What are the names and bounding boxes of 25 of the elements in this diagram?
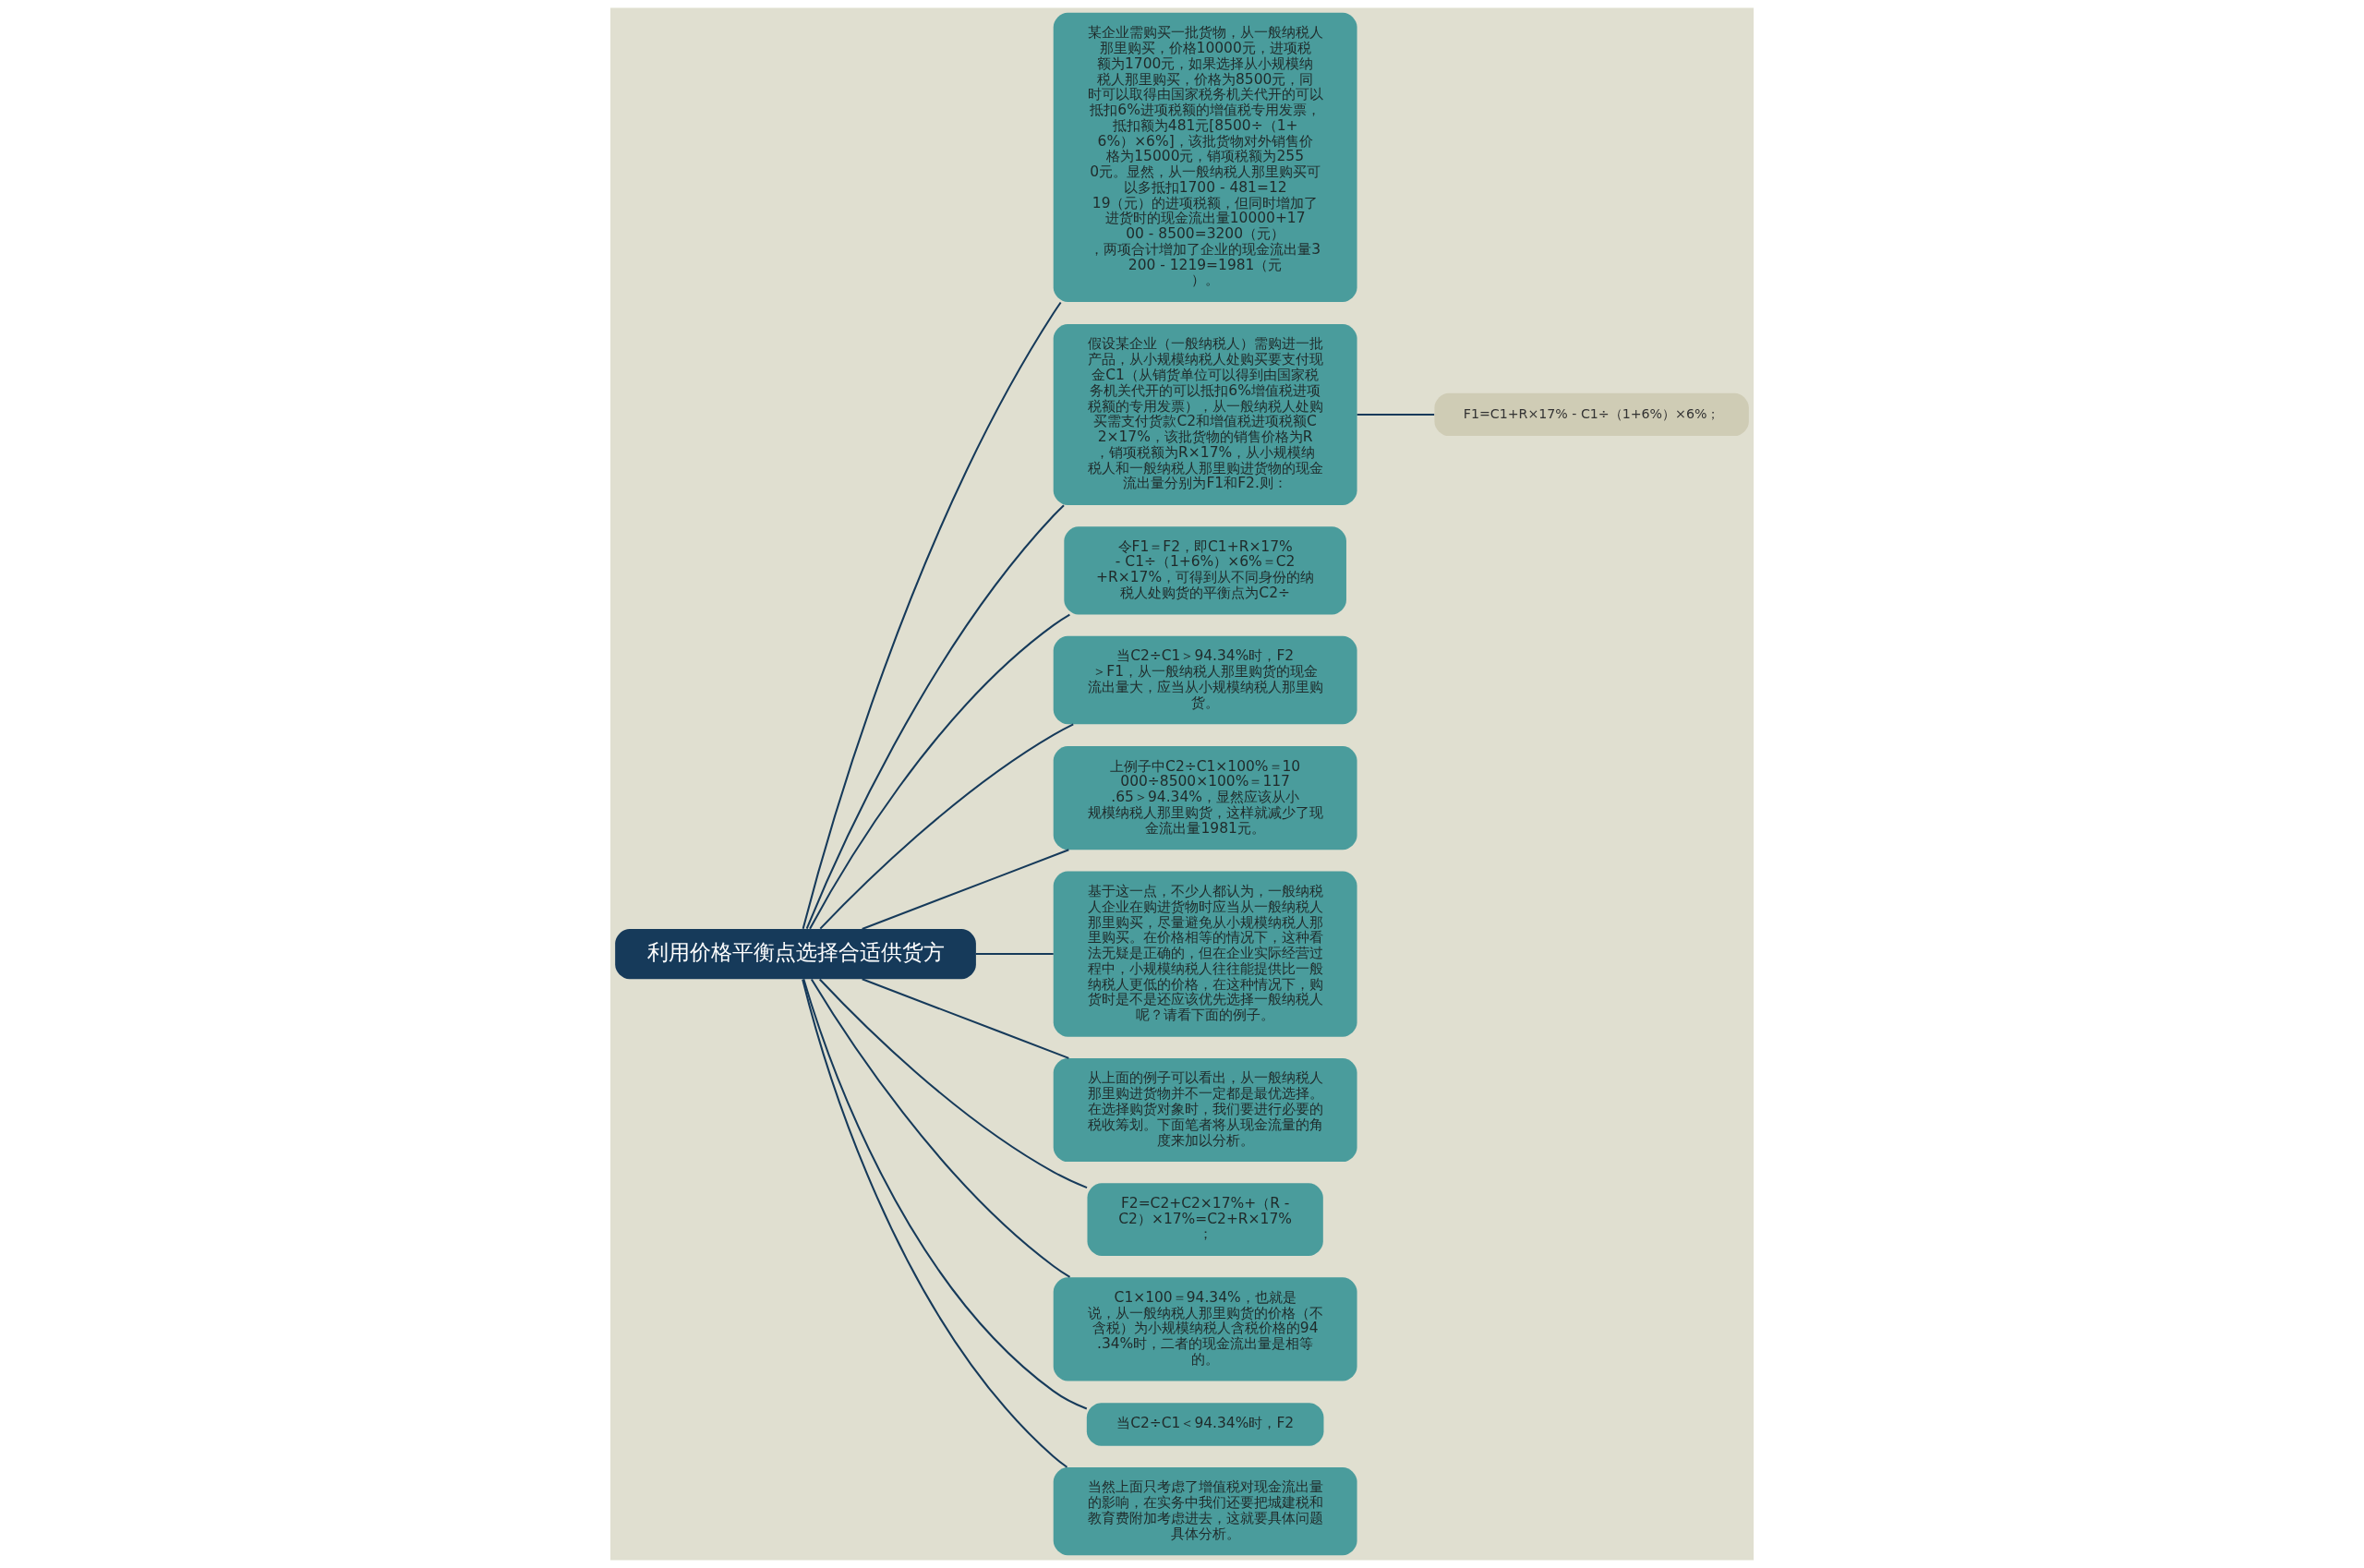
connector — [862, 978, 1069, 1059]
connector — [802, 978, 1088, 1410]
node-box: C1×100＝94.34%，也就是说，从一般纳税人那里购货的价格（不含税）为小规模纳税人含税价格的94.34%时，二者的现金流出量是相等的。 — [1053, 1277, 1357, 1381]
connector — [810, 979, 1071, 1278]
connector — [975, 953, 1054, 956]
connector — [805, 504, 1065, 930]
node-box: 利用价格平衡点选择合适供货方 — [615, 929, 976, 980]
node-box: 从上面的例子可以看出，从一般纳税人那里购进货物并不一定都是最优选择。在选择购货对象时，我们要进行必要的税收筹划。下面笔者将从现金流量的角度来加以分析。 — [1053, 1057, 1357, 1163]
connector — [802, 301, 1062, 930]
connector — [862, 849, 1069, 930]
node-box: 当C2÷C1＜94.34%时，F2 — [1086, 1403, 1324, 1446]
node-box: 基于这一点，不少人都认为，一般纳税人企业在购进货物时应当从一般纳税人那里购买，尽量避免从小规模纳税人那里购买。在价格相等的情况下，这种看法无疑是正确的，但在企业实际经营过程中，小规模纳税人往往能提供比一般纳税人更低的价格，在这种情况下，购货时是不是还应该优先选择一般纳税人呢？请看下面的例子。 — [1053, 871, 1357, 1037]
node-box: 令F1＝F2，即C1+R×17% - C1÷（1+6%）×6%＝C2+R×17%，可得到从不同身份的纳税人处购货的平衡点为C2÷ — [1064, 526, 1346, 615]
node-box: 当然上面只考虑了增值税对现金流出量的影响，在实务中我们还要把城建税和教育费附加考虑进去，这就要具体问题具体分析。 — [1053, 1466, 1357, 1556]
connector — [818, 978, 1088, 1189]
node-box: 某企业需购买一批货物，从一般纳税人那里购买，价格10000元，进项税额为1700元，如果选择从小规模纳税人那里购买，价格为8500元，同时可以取得由国家税务机关代开的可以抵扣6%进项税额的增值税专用发票，抵扣额为481元[8500÷（1+6%）×6%]，该批货物对外销售价格为15000元，销项税额为2550元。显然，从一般纳税人那里购买可以多抵扣1700 - 481=1219（元）的进项税额，但同时增加了进货时的现金流出量10000+1700 - 8500=3200（元），两项合计增加了企业的现金流出量3200 - 1219=1981（元）。 — [1053, 12, 1357, 303]
connector — [809, 613, 1070, 930]
node-box: 上例子中C2÷C1×100%＝10000÷8500×100%＝117.65＞94.34%，显然应该从小规模纳税人那里购货，这样就减少了现金流出量1981元。 — [1053, 746, 1357, 850]
node-box: 假设某企业（一般纳税人）需购进一批产品，从小规模纳税人处购买要支付现金C1（从销货单位可以得到由国家税务机关代开的可以抵扣6%增值税进项税额的专用发票），从一般纳税人处购买需支付货款C2和增值税进项税额C2×17%，该批货物的销售价格为R，销项税额为R×17%，从小规模纳税人和一般纳税人那里购进货物的现金流出量分别为F1和F2.则： — [1053, 323, 1357, 505]
node-box: 当C2÷C1＞94.34%时，F2＞F1，从一般纳税人那里购货的现金流出量大，应当从小规模纳税人那里购货。 — [1053, 635, 1357, 725]
connector — [1357, 413, 1435, 416]
node-box: F2=C2+C2×17%+（R - C2）×17%=C2+R×17%； — [1087, 1183, 1323, 1256]
node-box: F1=C1+R×17% - C1÷（1+6%）×6%； — [1434, 392, 1749, 437]
connector — [802, 979, 1068, 1468]
connector — [819, 723, 1074, 930]
